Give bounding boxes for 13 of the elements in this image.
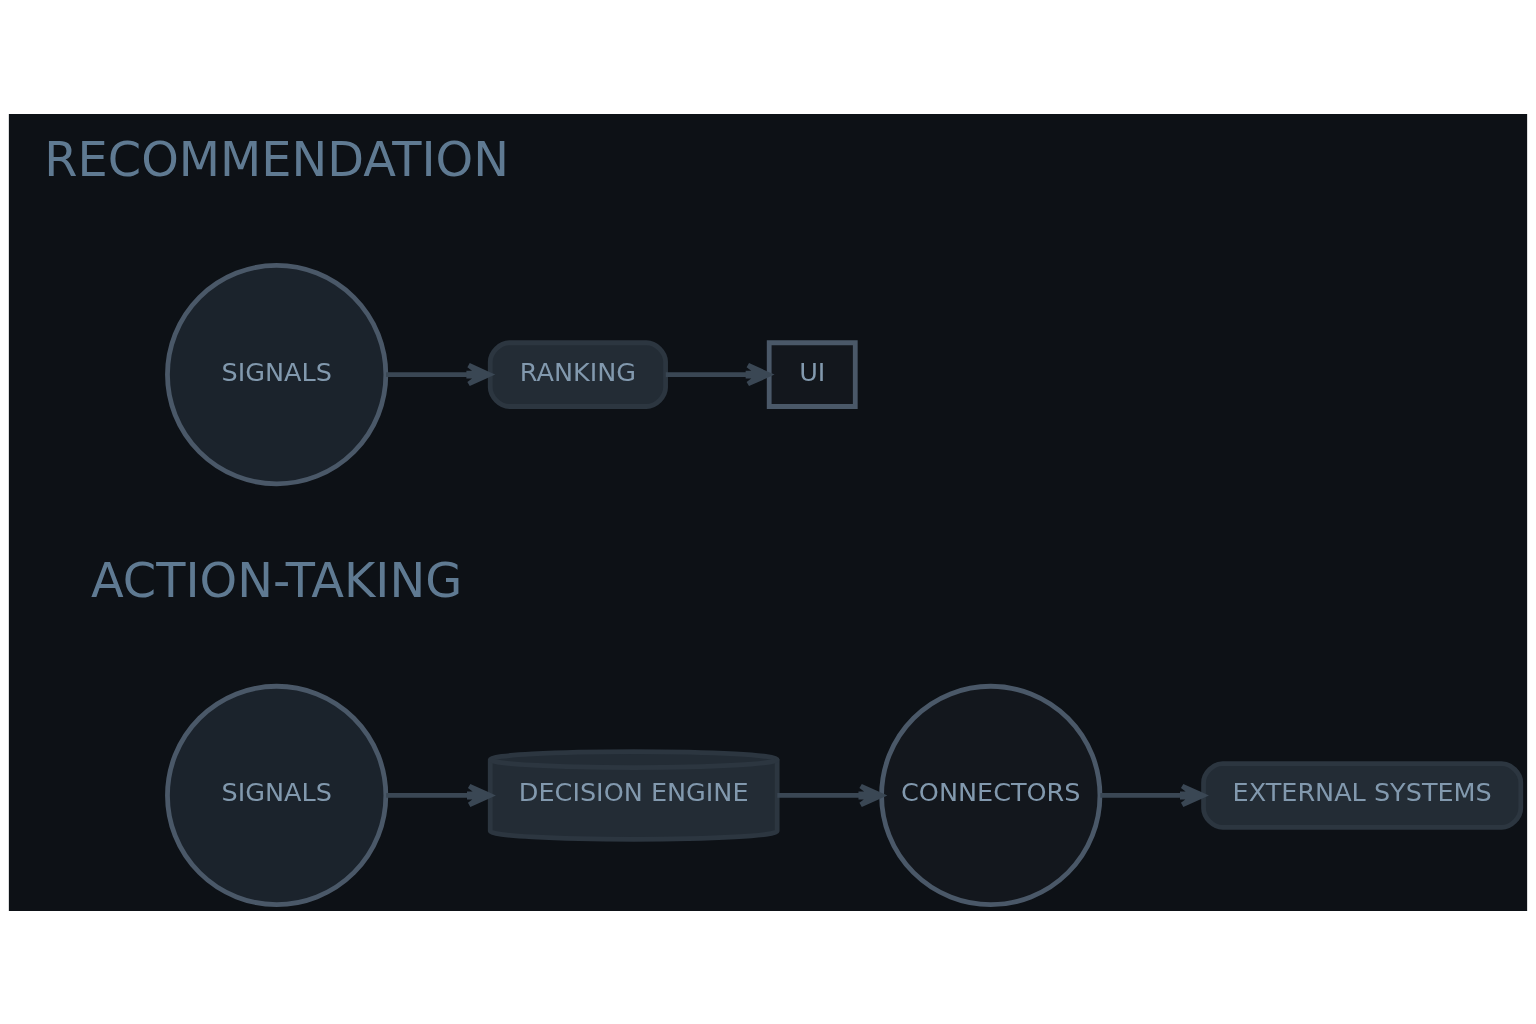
arrow <box>1100 783 1206 807</box>
node-circle: SIGNALS <box>165 683 389 907</box>
label: ACTION-TAKING <box>91 552 463 608</box>
node-circle: SIGNALS <box>165 262 389 486</box>
node-circle: CONNECTORS <box>879 683 1103 907</box>
arrow <box>386 362 492 386</box>
node-box: EXTERNAL SYSTEMS <box>1201 760 1524 830</box>
arrow <box>777 783 884 807</box>
node-box: RANKING <box>487 339 668 409</box>
node-box: UI <box>766 339 858 409</box>
arrow <box>386 783 493 807</box>
arrow <box>665 362 772 386</box>
label: RECOMMENDATION <box>44 131 509 187</box>
